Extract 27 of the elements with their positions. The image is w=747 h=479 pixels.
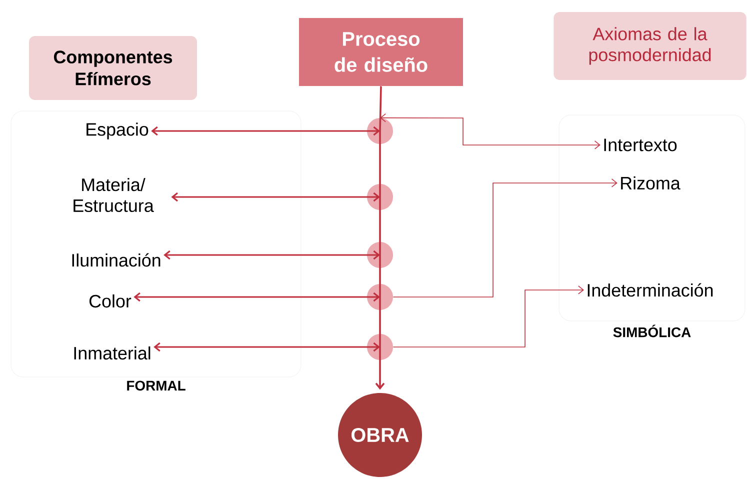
heading-box: Componentes Efímeros bbox=[29, 36, 197, 100]
arrow bbox=[164, 250, 380, 260]
junction-dot bbox=[367, 334, 393, 360]
item-label: Espacio bbox=[86, 122, 148, 140]
junction-dot bbox=[367, 242, 393, 268]
arrow bbox=[171, 192, 380, 202]
item-label: Iluminación bbox=[72, 253, 160, 267]
item-label: Rizoma bbox=[621, 176, 680, 190]
heading-box: Axiomas de la posmodernidad bbox=[554, 12, 746, 80]
node-label: FORMAL bbox=[127, 380, 186, 391]
item-label: Intertexto bbox=[604, 138, 677, 152]
arrow bbox=[380, 113, 600, 150]
arrow bbox=[392, 286, 584, 348]
process-box: Proceso de diseño bbox=[299, 18, 463, 86]
arrow bbox=[151, 126, 380, 136]
arrow bbox=[375, 347, 385, 390]
item-label: Materia/ Estructura bbox=[74, 178, 154, 212]
node-label: SIMBÓLICA bbox=[613, 324, 691, 338]
item-label: Indeterminación bbox=[588, 283, 713, 297]
arrow bbox=[154, 342, 380, 352]
junction-dot bbox=[367, 118, 393, 144]
junction-dot bbox=[367, 184, 393, 210]
junction-dot bbox=[367, 284, 393, 310]
arrow bbox=[392, 178, 618, 298]
item-label: Inmaterial bbox=[74, 346, 150, 360]
arrow bbox=[134, 292, 380, 302]
item-label: Color bbox=[90, 294, 132, 308]
